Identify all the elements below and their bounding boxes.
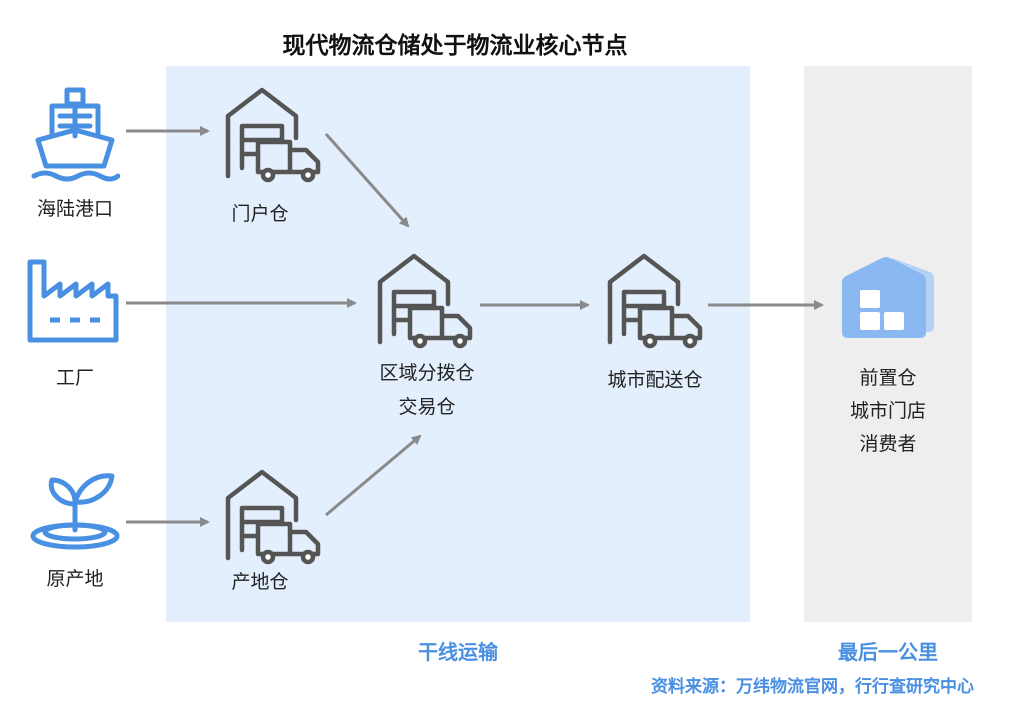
ship-icon: [31, 87, 120, 182]
zone-label-trunk: 干线运输: [418, 640, 498, 664]
store-icon: [842, 257, 934, 338]
warehouse-truck-icon-origin: [225, 469, 321, 565]
endpoint-label-1: 前置仓: [859, 367, 917, 389]
warehouse-label-gateway: 门户仓: [231, 203, 289, 225]
warehouse-truck-icon-city: [607, 253, 703, 349]
source-label-origin: 原产地: [46, 568, 104, 590]
endpoint-label-3: 消费者: [859, 433, 917, 455]
warehouse-label-origin: 产地仓: [231, 571, 289, 593]
last-mile-zone: [804, 66, 972, 622]
sprout-icon: [30, 473, 120, 550]
diagram-title: 现代物流仓储处于物流业核心节点: [282, 33, 628, 59]
warehouse-truck-icon-regional: [377, 253, 473, 349]
source-label-port: 海陆港口: [36, 198, 113, 220]
source-label-factory: 工厂: [55, 367, 94, 389]
zone-label-last-mile: 最后一公里: [838, 640, 938, 664]
arrow-originwh-to-regional: [325, 434, 422, 517]
arrow-gateway-to-regional: [324, 133, 410, 228]
warehouse-label-city: 城市配送仓: [607, 369, 703, 391]
warehouse-label-regional-1: 区域分拨仓: [379, 362, 475, 384]
source-note: 资料来源：万纬物流官网，行行查研究中心: [651, 677, 974, 697]
warehouse-truck-icon-gateway: [225, 87, 321, 183]
factory-icon: [27, 259, 119, 343]
warehouse-label-regional-2: 交易仓: [398, 396, 456, 418]
endpoint-label-2: 城市门店: [849, 400, 926, 422]
